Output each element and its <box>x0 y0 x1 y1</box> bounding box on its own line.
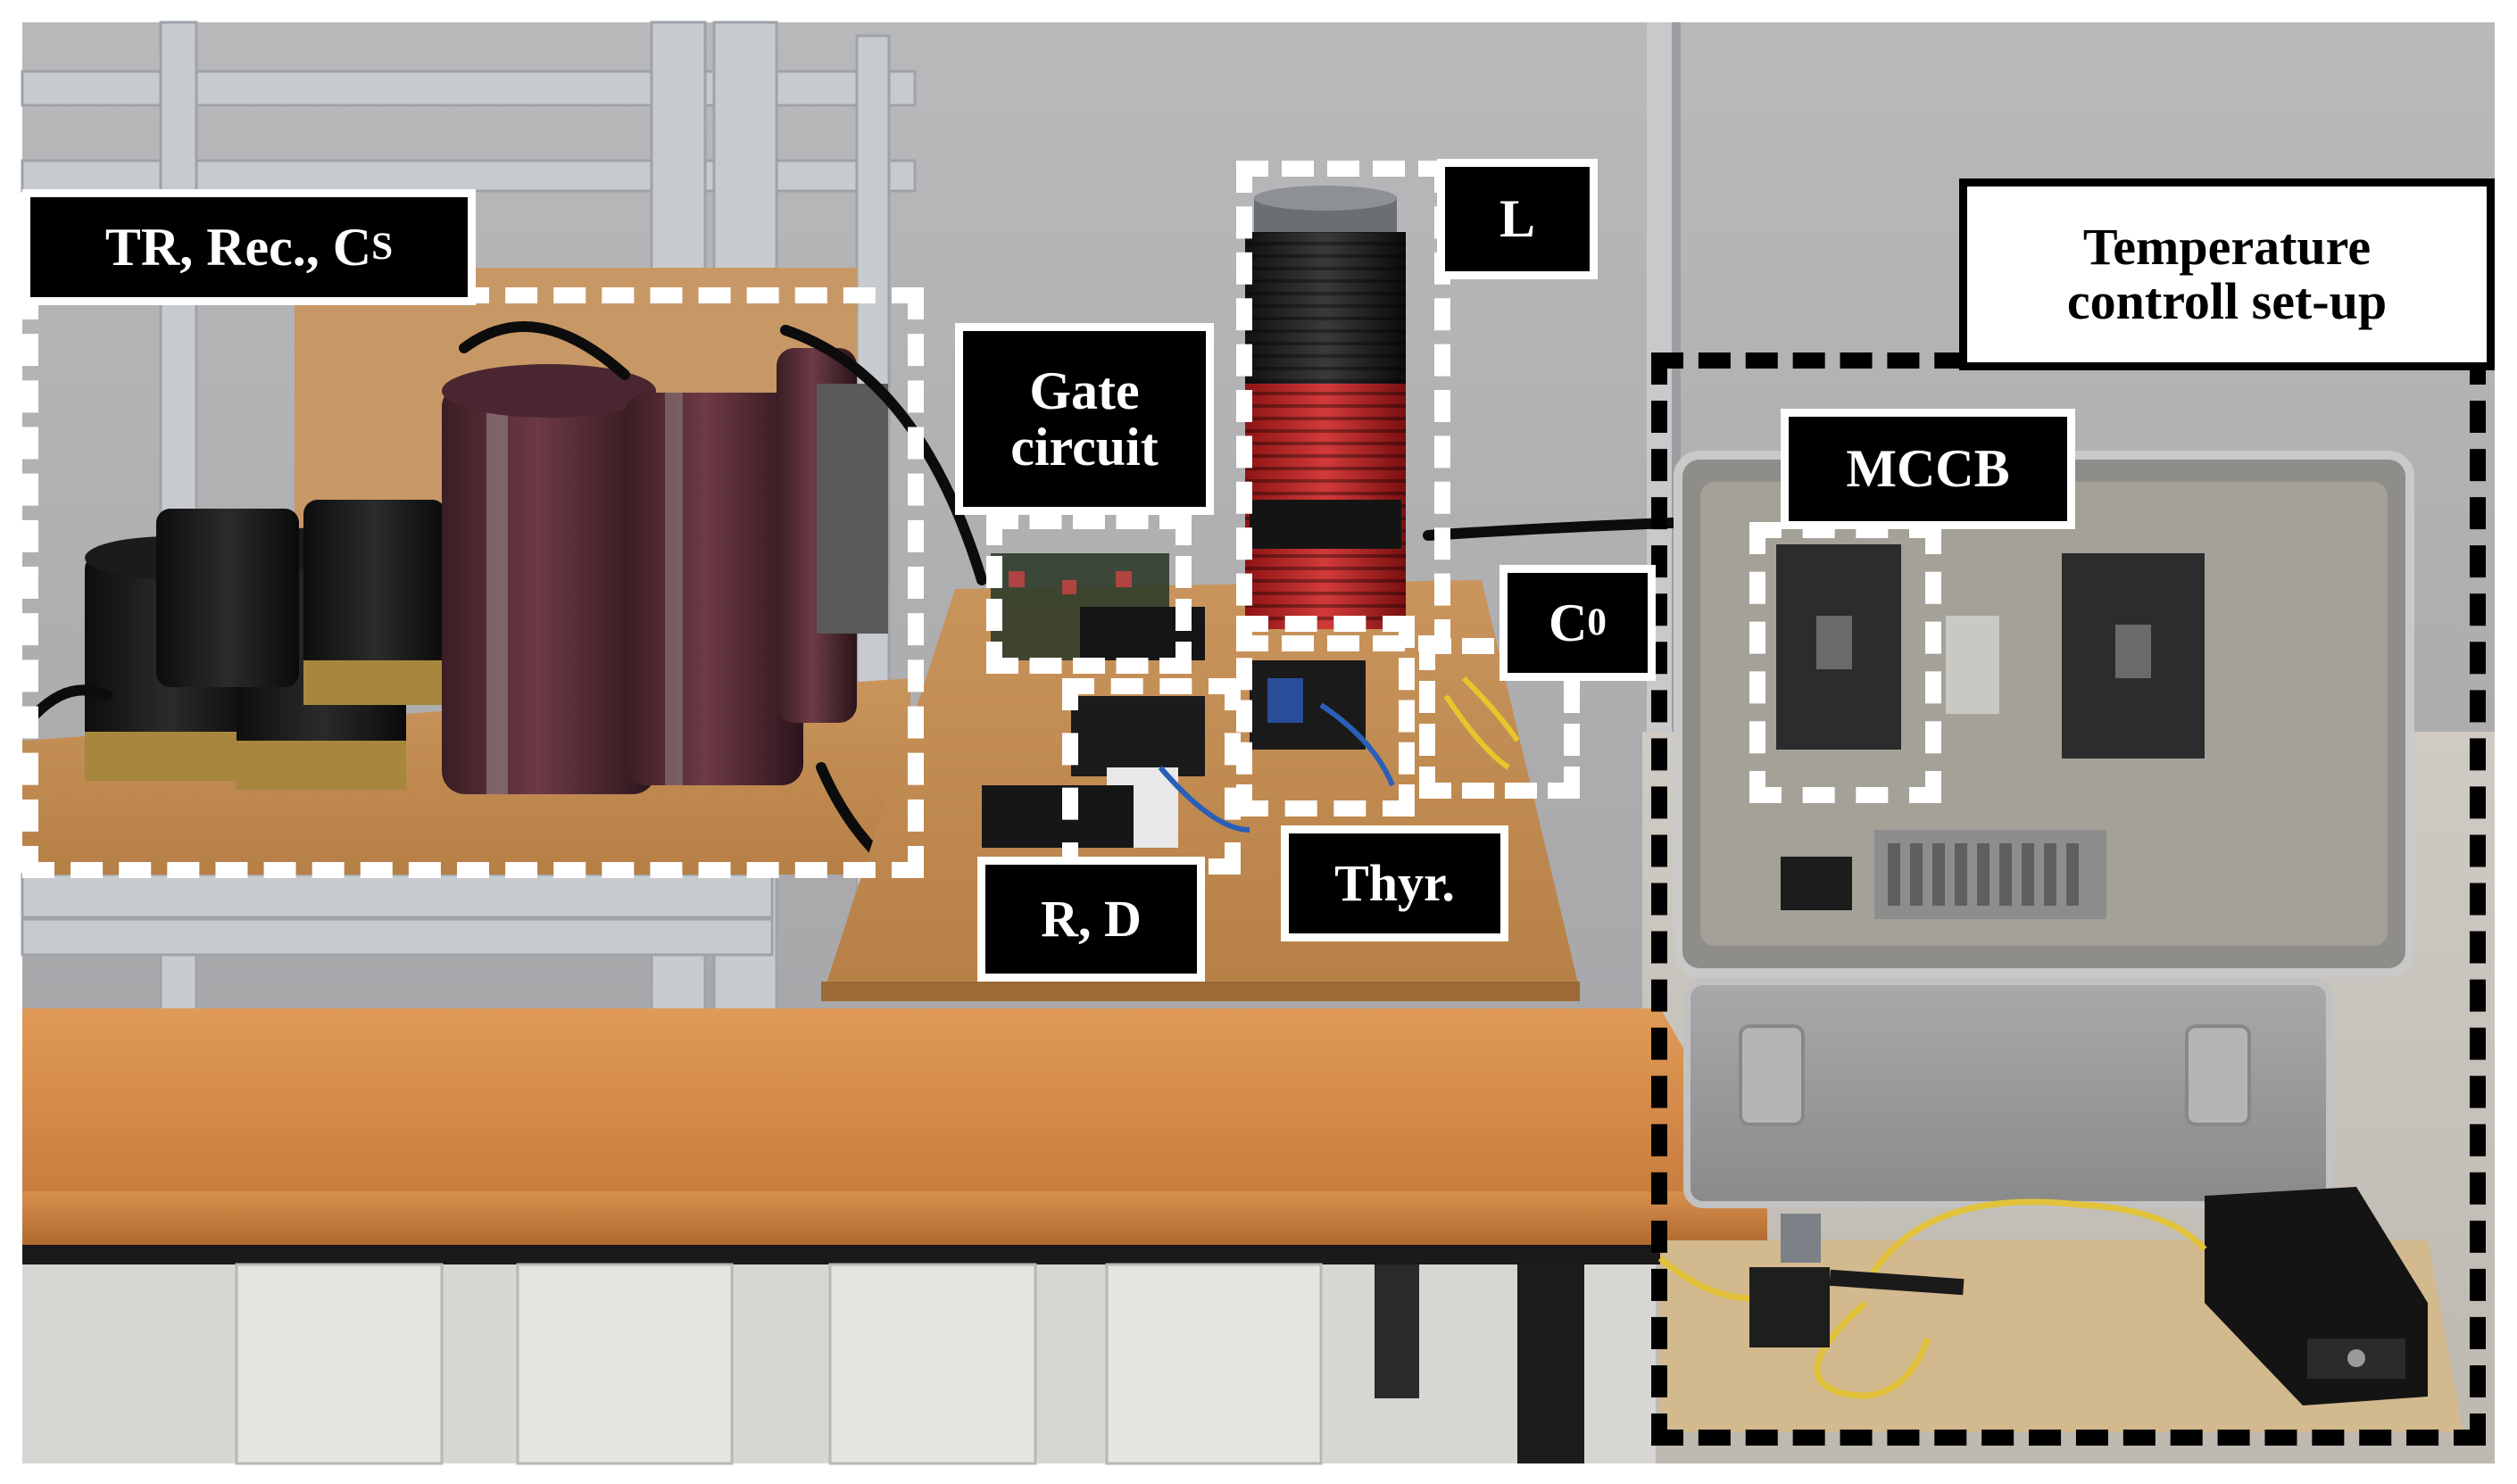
label-mccb: MCCB <box>1781 409 2075 529</box>
label-gate-circuit: Gate circuit <box>955 323 1214 515</box>
label-mccb-text: MCCB <box>1846 439 2010 498</box>
label-tr-rec-cs-sub: S <box>371 226 394 269</box>
label-inductor-text: L <box>1499 189 1536 248</box>
label-inductor: L <box>1437 159 1598 279</box>
label-capacitor-sub: 0 <box>1587 601 1607 644</box>
label-thyristor-text: Thyr. <box>1334 853 1455 912</box>
region-tr-rec-cs <box>22 287 924 878</box>
region-gate-circuit <box>986 513 1192 674</box>
label-temperature-setup-line2: controll set-up <box>2066 271 2388 330</box>
region-thyristor <box>1236 616 1415 817</box>
label-tr-rec-cs-main: TR, Rec., C <box>104 217 372 277</box>
label-resistor-diode-text: R, D <box>1041 889 1142 948</box>
region-resistor-diode <box>1062 678 1241 875</box>
label-resistor-diode: R, D <box>977 857 1205 982</box>
label-gate-circuit-line2: circuit <box>1010 417 1159 477</box>
label-capacitor-main: C <box>1549 593 1588 652</box>
region-inductor <box>1236 161 1450 651</box>
label-temperature-setup-line1: Temperature <box>2082 217 2372 276</box>
label-gate-circuit-line1: Gate <box>1029 361 1140 420</box>
label-thyristor: Thyr. <box>1281 825 1508 941</box>
label-temperature-setup: Temperature controll set-up <box>1959 178 2495 370</box>
